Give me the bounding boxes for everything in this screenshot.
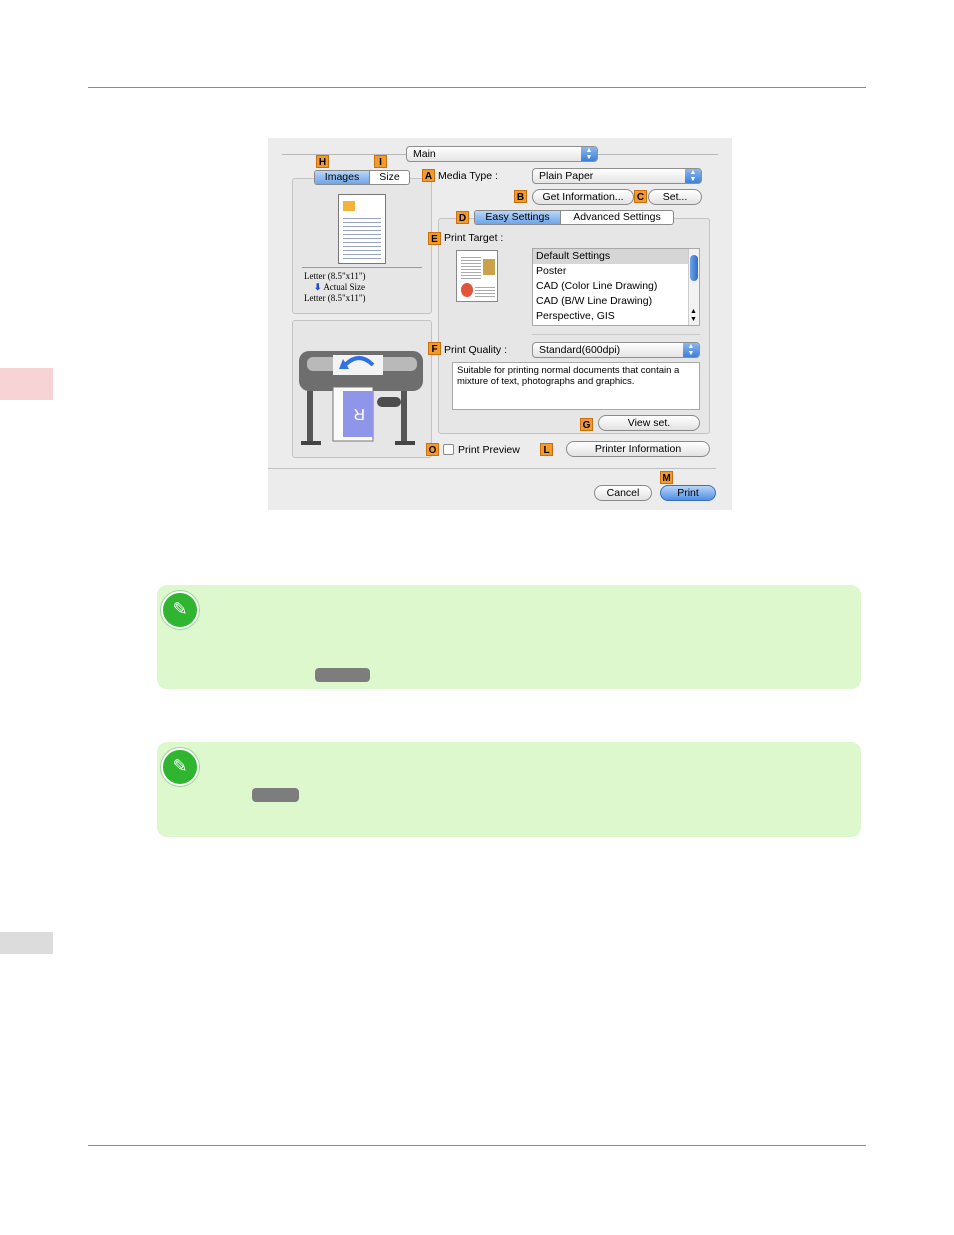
print-quality-popup[interactable]: Standard(600dpi) ▲▼ — [532, 342, 700, 358]
marker-l: L — [540, 443, 553, 456]
list-scrollbar[interactable]: ▲▼ — [688, 249, 699, 325]
list-item[interactable]: CAD (B/W Line Drawing) — [536, 295, 653, 307]
popup-arrows-icon: ▲▼ — [685, 169, 701, 183]
media-type-popup[interactable]: Plain Paper ▲▼ — [532, 168, 702, 184]
list-item[interactable]: CAD (Color Line Drawing) — [536, 280, 658, 292]
marker-h: H — [316, 155, 329, 168]
svg-text:R: R — [353, 405, 365, 422]
tab-advanced-settings[interactable]: Advanced Settings — [573, 211, 661, 223]
marker-a: A — [422, 169, 435, 182]
pencil-icon: ✎ — [161, 591, 199, 629]
main-menu-label: Main — [413, 148, 436, 160]
media-type-value: Plain Paper — [539, 170, 594, 182]
header-rule — [88, 87, 866, 88]
marker-o: O — [426, 443, 439, 456]
view-tabs[interactable]: Images Size — [314, 170, 410, 185]
footer-rule — [88, 1145, 866, 1146]
page-preview-image — [338, 194, 386, 264]
tab-size[interactable]: Size — [379, 171, 400, 183]
chapter-tab — [0, 368, 53, 400]
size-info-line3: Letter (8.5"x11") — [304, 293, 366, 303]
marker-m: M — [660, 471, 673, 484]
marker-c: C — [634, 190, 647, 203]
popup-arrows-icon: ▲▼ — [683, 343, 699, 357]
marker-f: F — [428, 342, 441, 355]
cancel-button[interactable]: Cancel — [594, 485, 652, 501]
list-item[interactable]: Perspective, GIS — [536, 310, 615, 322]
print-dialog: Main ▲▼ H I Images Size Letter (8.5"x11"… — [268, 138, 732, 510]
marker-e: E — [428, 232, 441, 245]
media-type-label: Media Type : — [438, 170, 498, 182]
scroll-arrows-icon[interactable]: ▲▼ — [690, 308, 697, 323]
note-box-1: ✎ — [157, 585, 861, 689]
print-preview-checkbox[interactable] — [443, 444, 454, 455]
marker-i: I — [374, 155, 387, 168]
marker-g: G — [580, 418, 593, 431]
link-button[interactable] — [315, 668, 370, 682]
pencil-icon: ✎ — [161, 748, 199, 786]
print-quality-label: Print Quality : — [444, 344, 508, 356]
marker-b: B — [514, 190, 527, 203]
print-target-thumbnail — [456, 250, 498, 302]
printer-illustration-group: R — [292, 320, 432, 458]
print-preview-label: Print Preview — [458, 444, 520, 456]
index-tab — [0, 932, 53, 954]
settings-tabs[interactable]: Easy Settings Advanced Settings — [474, 210, 674, 225]
popup-arrows-icon: ▲▼ — [581, 147, 597, 161]
scroll-thumb[interactable] — [690, 255, 698, 281]
tab-easy-settings[interactable]: Easy Settings — [475, 211, 561, 224]
marker-d: D — [456, 211, 469, 224]
arrow-down-icon: ⬇ — [314, 282, 322, 292]
print-target-list[interactable]: Default Settings Poster CAD (Color Line … — [532, 248, 700, 326]
size-info: Letter (8.5"x11") ⬇ Actual Size Letter (… — [304, 271, 366, 304]
note-box-2: ✎ — [157, 742, 861, 837]
quality-description: Suitable for printing normal documents t… — [452, 362, 700, 410]
main-menu-popup[interactable]: Main ▲▼ — [406, 146, 598, 162]
printer-illustration: R — [299, 351, 423, 445]
link-button[interactable] — [252, 788, 299, 802]
print-target-label: Print Target : — [444, 232, 504, 244]
printer-information-button[interactable]: Printer Information — [566, 441, 710, 457]
size-info-line1: Letter (8.5"x11") — [304, 271, 366, 281]
tab-images[interactable]: Images — [315, 171, 370, 184]
list-item[interactable]: Poster — [536, 265, 567, 277]
list-item[interactable]: Default Settings — [533, 249, 699, 264]
view-set-button[interactable]: View set. — [598, 415, 700, 431]
size-info-line2: Actual Size — [323, 282, 366, 292]
print-quality-value: Standard(600dpi) — [539, 344, 621, 356]
set-button[interactable]: Set... — [648, 189, 702, 205]
print-button[interactable]: Print — [660, 485, 716, 501]
get-information-button[interactable]: Get Information... — [532, 189, 634, 205]
